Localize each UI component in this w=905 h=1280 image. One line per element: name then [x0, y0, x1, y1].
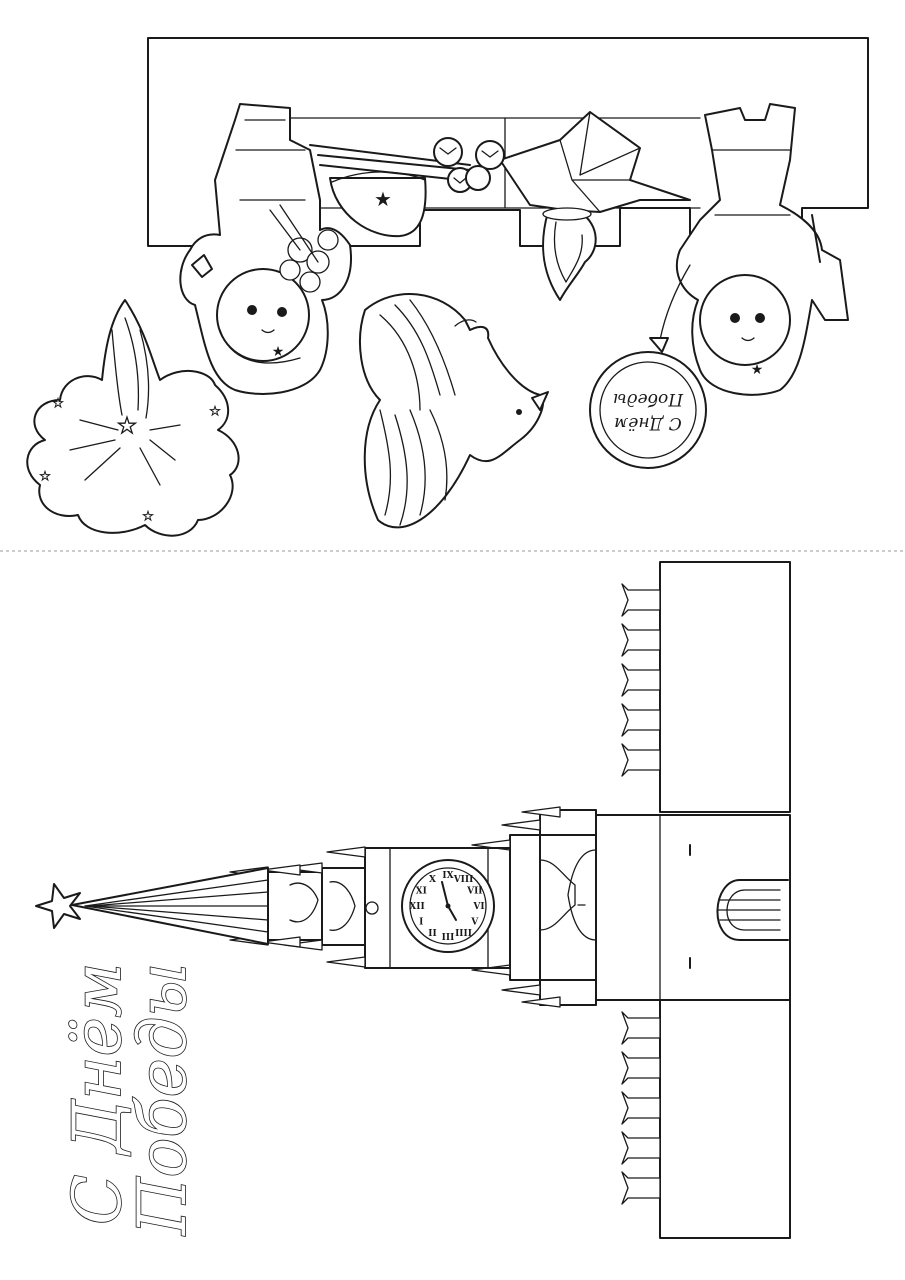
clock-numeral: IX — [442, 871, 453, 881]
svg-text:★: ★ — [53, 396, 64, 410]
clock-numeral: V — [470, 918, 479, 928]
wall-merlon — [621, 663, 661, 697]
tower-spire — [71, 867, 269, 945]
eternal-flame-icon — [499, 111, 691, 301]
greeting-lettering: С Днём Победы — [58, 962, 202, 1237]
wall-merlon — [621, 583, 661, 617]
svg-text:★: ★ — [374, 187, 392, 211]
carnation-icon — [309, 137, 505, 193]
clock-numeral: IIII — [455, 929, 472, 939]
clock-numeral: II — [428, 929, 436, 939]
svg-text:★: ★ — [143, 509, 154, 523]
tower-pinnacle — [521, 996, 561, 1008]
kremlin-wall-lower — [621, 999, 791, 1239]
medal-text-line1: С Днём — [614, 413, 682, 433]
boy-figure: ★ — [675, 103, 849, 396]
clock-numeral: XI — [416, 887, 427, 897]
clock-numeral: I — [419, 918, 423, 928]
tower-pinnacle — [261, 864, 301, 876]
wall-merlon — [621, 623, 661, 657]
wall-merlon — [621, 703, 661, 737]
wall-merlon — [621, 1131, 661, 1165]
tower-pinnacle — [501, 819, 541, 831]
svg-text:★: ★ — [40, 469, 51, 483]
tower-pinnacle — [326, 956, 366, 968]
clock-numeral: VI — [472, 902, 484, 912]
greeting-line2: Победы — [124, 963, 201, 1236]
star-icon — [35, 883, 81, 929]
wall-merlon — [621, 1091, 661, 1125]
wall-merlon — [621, 743, 661, 777]
medal-text-line2: Победы — [613, 389, 684, 409]
wall-merlon — [621, 1011, 661, 1045]
wall-merlon — [621, 1051, 661, 1085]
clock-numeral: III — [442, 933, 455, 943]
tower-pinnacle — [261, 936, 301, 948]
tower-pinnacle — [501, 984, 541, 996]
firework-icon: ★ ★ ★ ★ ★ — [26, 299, 240, 537]
clock-numeral: XII — [409, 902, 424, 912]
lilac-bouquet — [269, 204, 339, 293]
girl-figure: ★ — [179, 103, 352, 395]
greeting-line1: С Днём — [59, 963, 136, 1225]
clock-numeral: X — [429, 875, 436, 885]
svg-text:★: ★ — [272, 344, 285, 360]
medal-icon: С Днём Победы — [589, 264, 707, 469]
tower-pinnacle — [521, 806, 561, 818]
clock-numeral: VII — [466, 887, 482, 897]
tower-pinnacle — [326, 846, 366, 858]
svg-text:★: ★ — [751, 362, 764, 378]
dove-icon — [359, 293, 549, 529]
tower-pinnacle — [283, 862, 323, 874]
clock-numeral: VIII — [453, 875, 474, 885]
svg-text:★: ★ — [210, 404, 221, 418]
wall-merlon — [621, 1171, 661, 1205]
tower-upper-tiers — [229, 846, 366, 968]
popup-inserts-panel: ★ — [26, 37, 869, 537]
tower-gate-base — [595, 814, 791, 1001]
soldier-helmet-icon: ★ — [329, 171, 427, 238]
tower-middle-tier — [471, 806, 597, 1008]
kremlin-wall-upper — [621, 561, 791, 813]
tower-pinnacle — [283, 939, 323, 951]
tower-pinnacle — [471, 964, 511, 976]
svg-text:★: ★ — [117, 414, 137, 439]
